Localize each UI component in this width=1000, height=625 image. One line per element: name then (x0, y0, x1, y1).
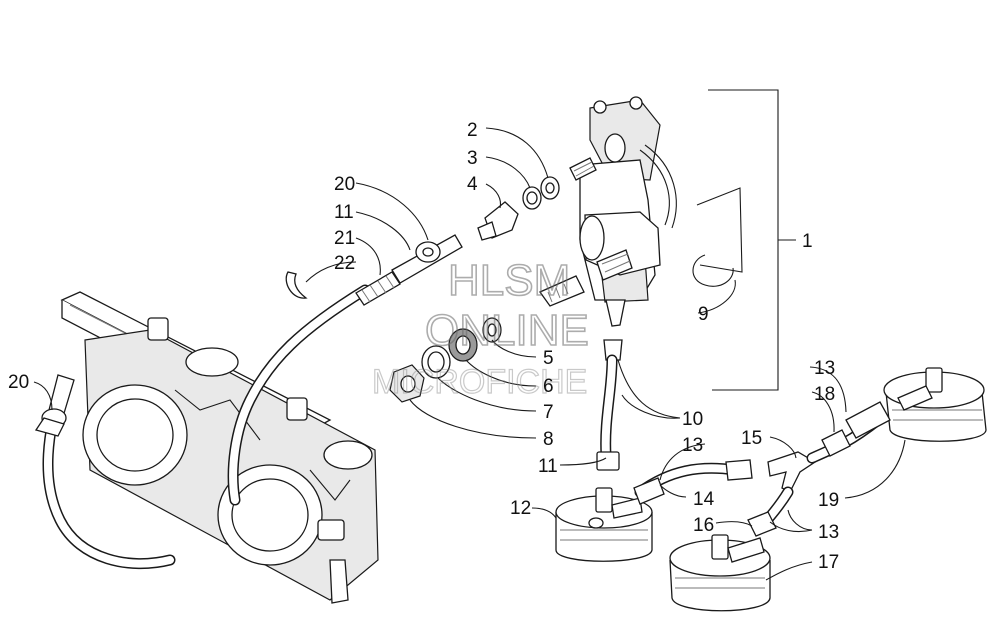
callout-14: 14 (693, 489, 715, 510)
callout-18: 18 (814, 384, 835, 405)
leader-lines (33, 127, 906, 581)
callout-3: 3 (467, 148, 478, 169)
callout-5: 5 (543, 348, 554, 369)
fitting-stack-upper (477, 176, 560, 241)
hose-sleeve (355, 271, 401, 306)
callout-20-upper: 20 (334, 174, 355, 195)
vacuum-hoses (633, 401, 891, 537)
callout-8: 8 (543, 429, 554, 450)
callout-11-upper: 11 (334, 202, 354, 223)
callout-11-lower: 11 (538, 456, 558, 477)
vertical-hose (596, 339, 623, 471)
callout-9: 9 (698, 304, 709, 325)
callout-2: 2 (467, 120, 478, 141)
canister-12 (555, 487, 653, 562)
callout-19: 19 (818, 490, 839, 511)
callout-7: 7 (543, 402, 554, 423)
callout-21: 21 (334, 228, 355, 249)
left-hose (34, 374, 176, 570)
watermark-line-3: MICROFICHE (372, 363, 587, 401)
callout-labels: 2 3 4 20 11 21 22 20 5 6 7 8 10 11 1 9 1… (8, 120, 839, 573)
callout-13-a: 13 (814, 358, 835, 379)
callout-13-c: 13 (818, 522, 839, 543)
callout-13-b: 13 (682, 435, 703, 456)
callout-4: 4 (467, 174, 478, 195)
canister-19 (883, 367, 987, 442)
fitting-stack-lower (389, 275, 585, 403)
pressure-regulator (569, 96, 677, 327)
callout-1: 1 (802, 231, 813, 252)
canister-17 (669, 534, 771, 612)
callout-6: 6 (543, 376, 554, 397)
watermark: HLSM ONLINE MICROFICHE (371, 255, 589, 401)
callout-17: 17 (818, 552, 839, 573)
callout-15: 15 (741, 428, 762, 449)
regulator-return-hose (227, 234, 463, 506)
callout-10: 10 (682, 409, 703, 430)
callout-22: 22 (334, 253, 355, 274)
callout-20-lower: 20 (8, 372, 29, 393)
callout-12: 12 (510, 498, 531, 519)
watermark-line-2: ONLINE (425, 306, 589, 355)
callout-1-bracket (708, 89, 796, 391)
watermark-line-1: HLSM (448, 256, 570, 305)
retaining-clip (692, 187, 743, 287)
callout-16: 16 (693, 515, 714, 536)
